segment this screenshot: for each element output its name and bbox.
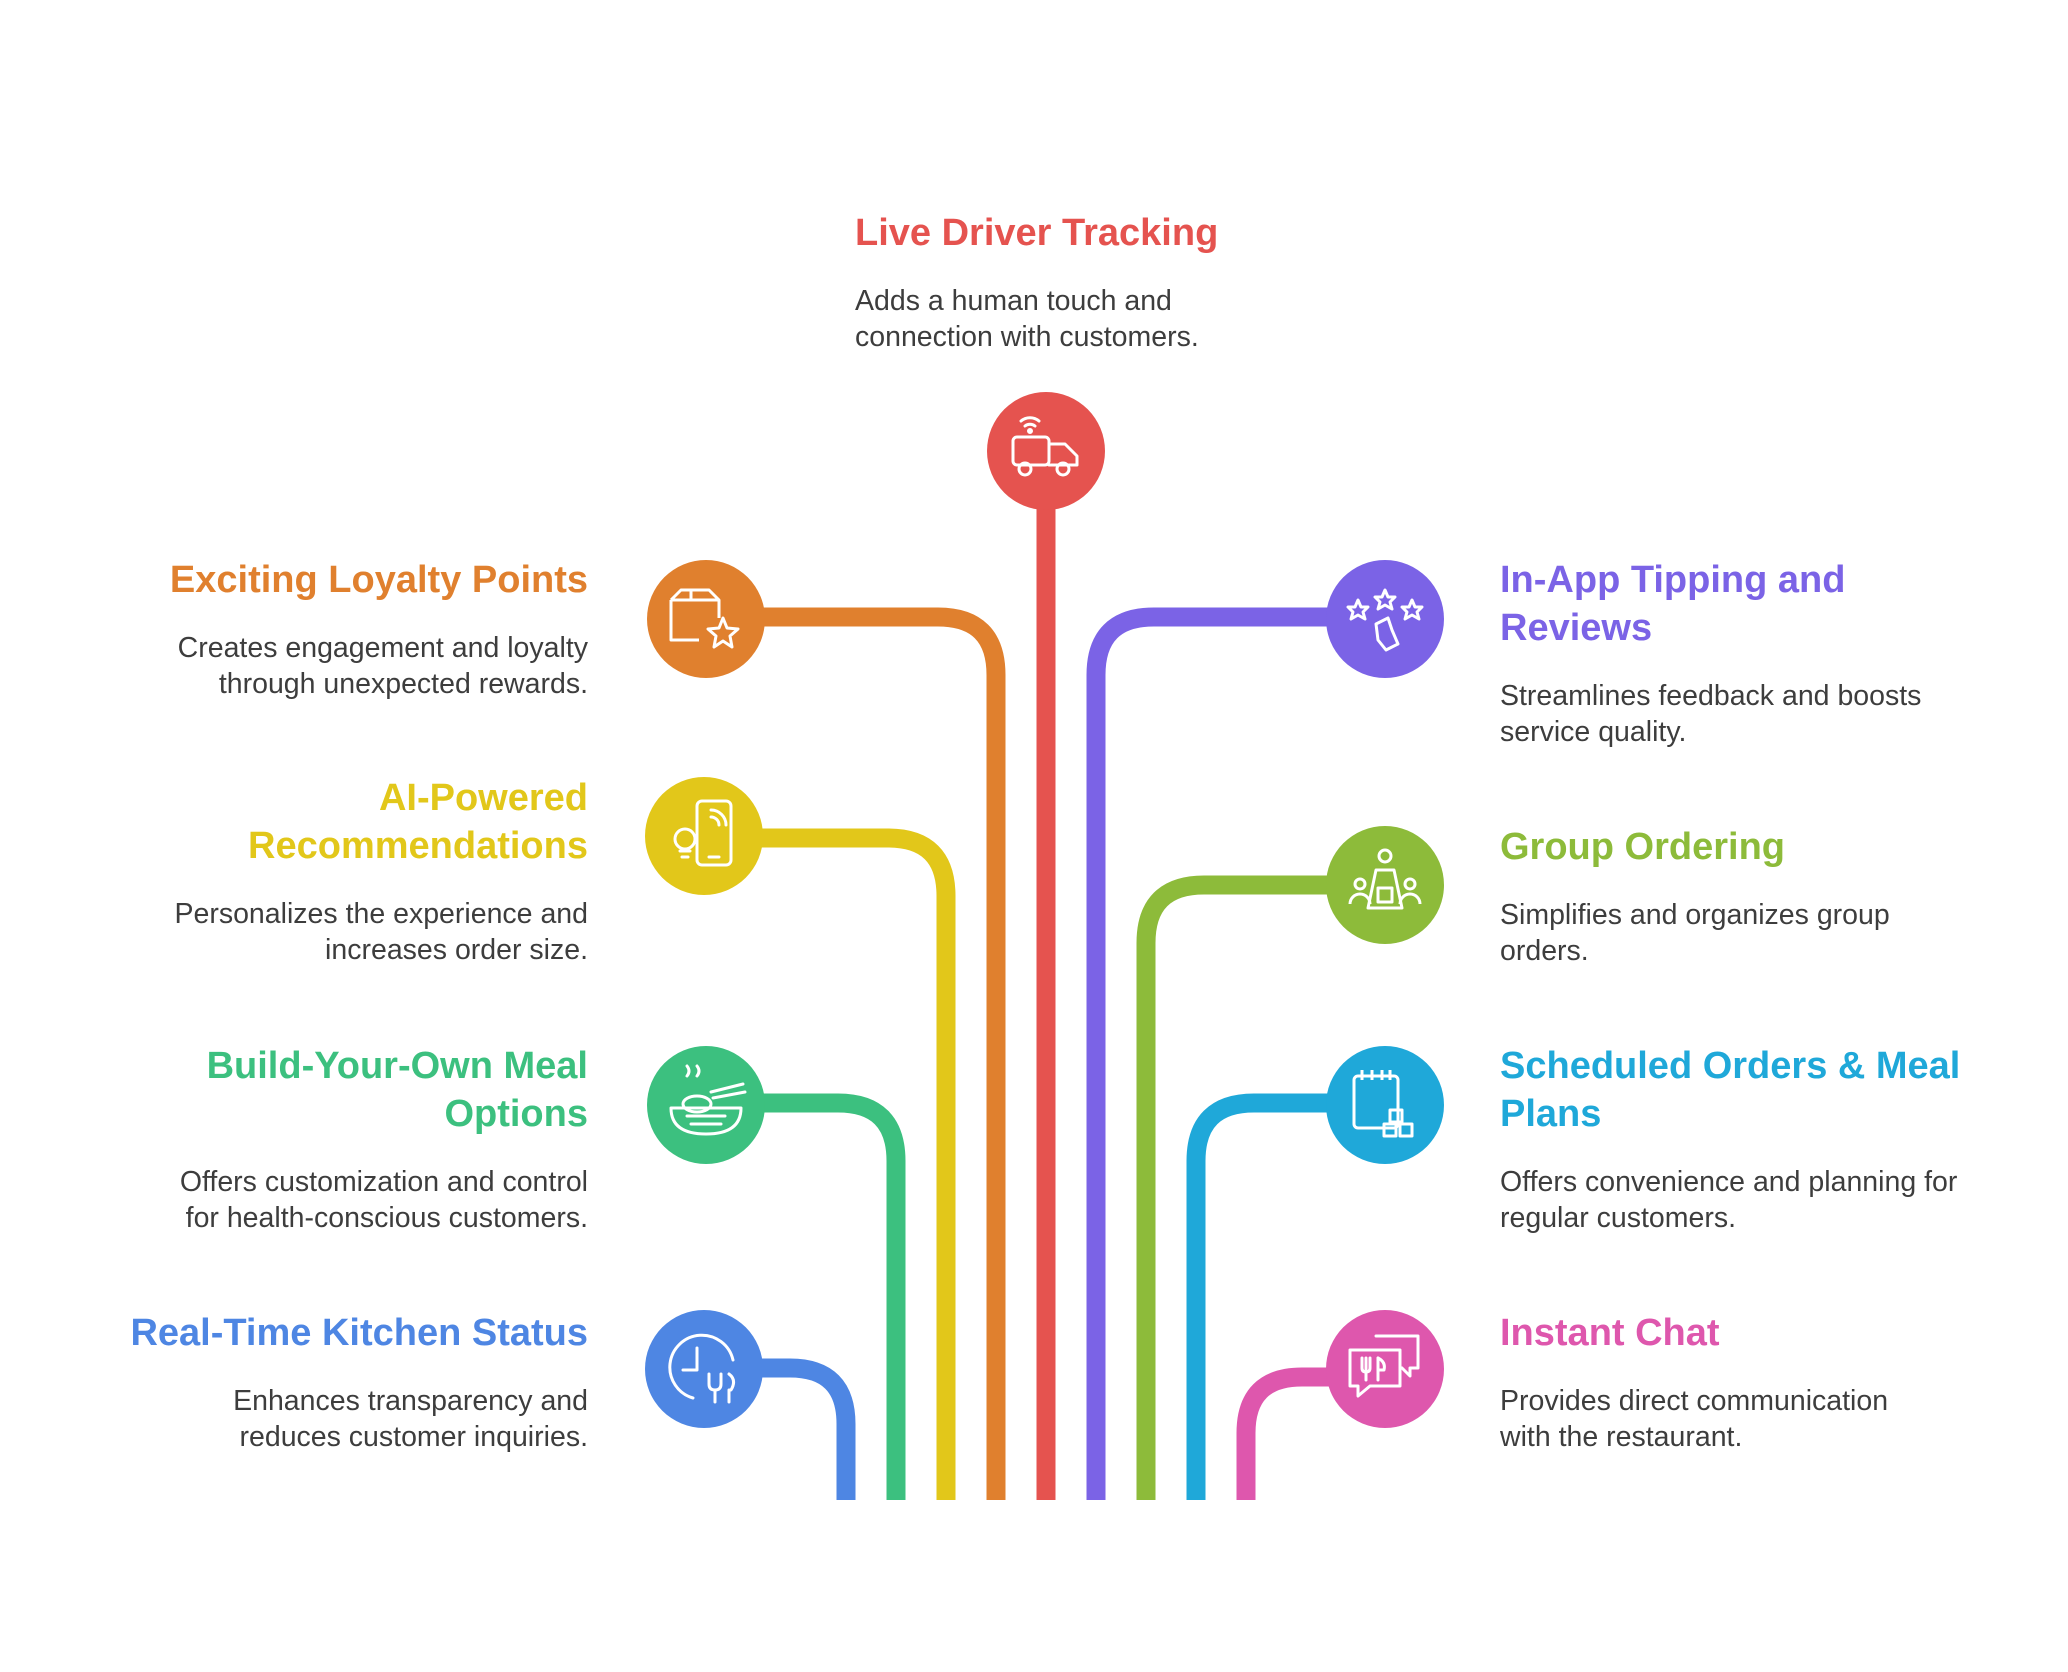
item-title: In-App Tipping and Reviews — [1500, 559, 1846, 649]
item-title: Exciting Loyalty Points — [169, 559, 588, 601]
item-live-driver: Live Driver Tracking Adds a human touch … — [855, 209, 1275, 355]
node-scheduled — [1326, 1046, 1444, 1164]
item-description: Enhances transparency and reduces custom… — [233, 1385, 588, 1453]
item-title: Scheduled Orders & Meal Plans — [1500, 1045, 1961, 1135]
box-star-icon — [669, 588, 740, 649]
item-build-your-own: Build-Your-Own Meal Options Offers custo… — [140, 1042, 588, 1236]
node-build-your-own — [647, 1046, 765, 1164]
node-instant-chat — [1326, 1310, 1444, 1428]
node-group-ordering — [1326, 826, 1444, 944]
item-title: Live Driver Tracking — [855, 212, 1219, 254]
item-description: Personalizes the experience and increase… — [174, 898, 588, 966]
item-description: Streamlines feedback and boosts service … — [1500, 680, 1922, 748]
item-description: Provides direct communication with the r… — [1500, 1385, 1889, 1453]
connector-build-your-own — [706, 1093, 906, 1500]
connector-ai-powered — [706, 828, 956, 1500]
connector-scheduled — [1186, 1093, 1330, 1500]
item-title: Build-Your-Own Meal Options — [206, 1045, 588, 1135]
item-tipping: In-App Tipping and Reviews Streamlines f… — [1500, 556, 1980, 750]
bowl-icon — [669, 1064, 747, 1136]
node-ai-powered — [645, 777, 763, 895]
node-loyalty — [647, 560, 765, 678]
clock-utensils-icon — [668, 1333, 736, 1404]
phone-bulb-icon — [673, 799, 733, 867]
group-table-icon — [1348, 848, 1422, 910]
node-live-driver — [987, 392, 1105, 510]
item-title: AI-Powered Recommendations — [248, 777, 588, 867]
item-description: Simplifies and organizes group orders. — [1500, 899, 1890, 967]
truck-icon — [1011, 416, 1079, 477]
connector-tipping — [1086, 607, 1330, 1500]
connector-group-ordering — [1136, 875, 1330, 1500]
connector-loyalty — [706, 607, 1006, 1500]
item-scheduled: Scheduled Orders & Meal Plans Offers con… — [1500, 1042, 1980, 1236]
node-tipping — [1326, 560, 1444, 678]
item-loyalty: Exciting Loyalty Points Creates engageme… — [140, 556, 588, 702]
item-title: Group Ordering — [1500, 826, 1785, 868]
item-description: Adds a human touch and connection with c… — [855, 285, 1199, 353]
node-kitchen-status — [645, 1310, 763, 1428]
item-description: Creates engagement and loyalty through u… — [177, 632, 588, 700]
item-title: Real-Time Kitchen Status — [130, 1312, 588, 1354]
connector-kitchen-status — [706, 1358, 856, 1500]
chat-utensils-icon — [1348, 1334, 1420, 1398]
item-instant-chat: Instant Chat Provides direct communicati… — [1500, 1309, 1960, 1455]
calendar-blocks-icon — [1352, 1070, 1414, 1138]
connector-instant-chat — [1236, 1367, 1330, 1500]
item-title: Instant Chat — [1500, 1312, 1720, 1354]
item-ai-powered: AI-Powered Recommendations Personalizes … — [140, 774, 588, 968]
item-description: Offers customization and control for hea… — [179, 1166, 588, 1234]
item-description: Offers convenience and planning for regu… — [1500, 1166, 1958, 1234]
item-kitchen-status: Real-Time Kitchen Status Enhances transp… — [100, 1309, 588, 1455]
item-group-ordering: Group Ordering Simplifies and organizes … — [1500, 823, 1960, 969]
stars-hand-icon — [1346, 588, 1424, 652]
